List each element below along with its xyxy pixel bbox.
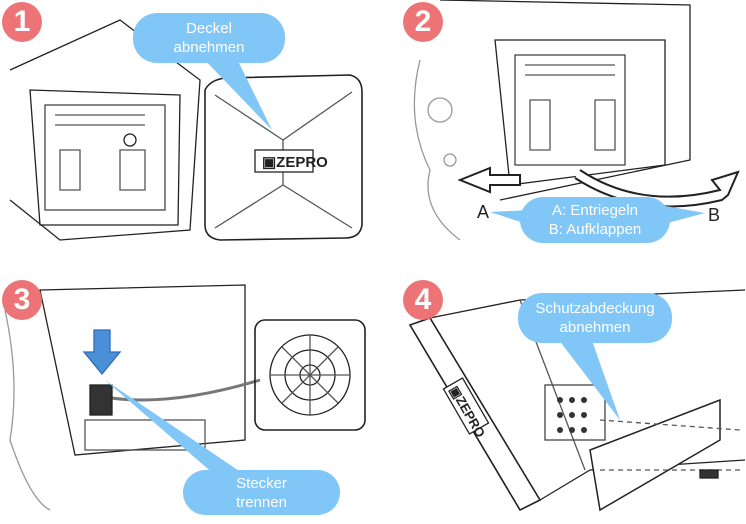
arrow-down-icon xyxy=(82,329,122,376)
callout-line: B: Aufklappen xyxy=(548,221,642,238)
panel-1-lid: ▣ZEPRO xyxy=(204,74,363,241)
callout-line: trennen xyxy=(236,493,287,511)
step-2-badge: 2 xyxy=(403,2,443,42)
step-4-badge: 4 xyxy=(403,280,443,320)
callout-line: abnehmen xyxy=(559,319,631,336)
arrow-a-icon xyxy=(457,166,521,194)
callout-line: abnehmen xyxy=(173,39,245,56)
panel-4-assembly: ▣ZEPRO xyxy=(408,289,746,512)
panel-3-housing xyxy=(4,284,366,511)
panel-1-housing xyxy=(9,19,201,241)
step-1-badge: 1 xyxy=(2,2,42,42)
callout-line: A: Entriegeln xyxy=(552,202,638,219)
zepro-logo-1: ▣ZEPRO xyxy=(262,154,328,171)
callout-stecker-trennen: Stecker trennen xyxy=(183,470,340,515)
label-b: B xyxy=(708,205,721,225)
callout-schutzabdeckung-abnehmen: Schutzabdeckung abnehmen xyxy=(518,293,672,343)
callout-entriegeln-aufklappen: A: Entriegeln B: Aufklappen xyxy=(520,197,670,243)
callout-line: Deckel xyxy=(186,20,232,37)
callout-deckel-abnehmen: Deckel abnehmen xyxy=(133,13,285,63)
callout-line: Schutzabdeckung xyxy=(535,300,655,317)
step-3-badge: 3 xyxy=(2,280,42,320)
callout-line: Stecker xyxy=(236,474,287,492)
label-a: A xyxy=(477,202,490,222)
